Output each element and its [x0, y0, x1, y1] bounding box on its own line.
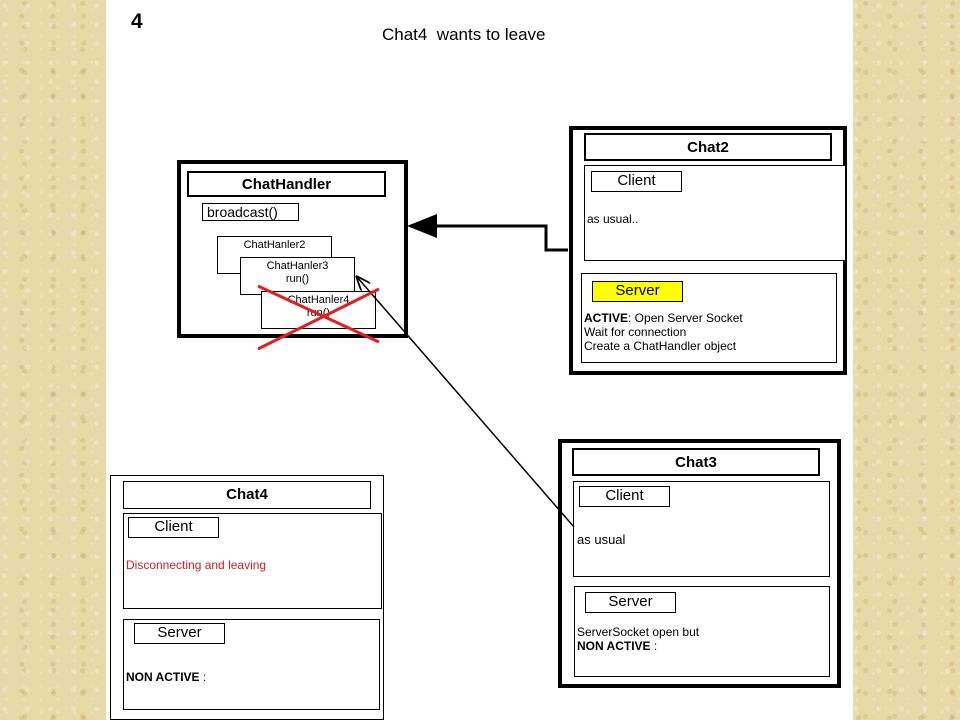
chat2-server-status: ACTIVE — [584, 311, 629, 325]
chathandler2-label: ChatHanler2 — [243, 239, 306, 251]
chat4-client-label: Client — [128, 517, 219, 538]
chat2-server-line2: Wait for connection — [584, 325, 687, 339]
chat3-server-line1: ServerSocket open but — [577, 625, 700, 639]
chathandler4-item: ChatHanler4 run() — [261, 291, 376, 329]
chat2-server-label: Server — [592, 281, 683, 302]
chat4-server-line1: NON ACTIVE : — [126, 670, 206, 684]
chathandler3-run: run() — [285, 273, 310, 285]
chat4-server-status: NON ACTIVE — [126, 670, 200, 684]
remove-cross-line-b — [257, 287, 380, 351]
chat3-server-suffix: : — [650, 639, 658, 653]
chat4-client-text: Disconnecting and leaving — [126, 558, 267, 572]
chat3-server-label: Server — [585, 592, 676, 613]
chat3-to-chathandler3-connector — [357, 277, 575, 528]
chat3-server-line2: NON ACTIVE : — [577, 639, 657, 653]
chat2-client-text: as usual.. — [587, 212, 639, 226]
connector-overlay — [257, 214, 575, 528]
chat3-client-label: Client — [579, 486, 670, 507]
chathandler3-label: ChatHanler3 — [266, 260, 329, 272]
chat4-server-suffix: : — [199, 670, 207, 684]
chat3-server-status: NON ACTIVE — [577, 639, 651, 653]
slide-canvas: 4 Chat4 wants to leave ChatHandler broad… — [106, 0, 853, 720]
chat2-server-line1: ACTIVE: Open Server Socket — [584, 311, 743, 325]
chat2-server-line3: Create a ChatHandler object — [584, 339, 737, 353]
chat2-to-chathandler-connector — [407, 214, 568, 252]
chat2-server-line1-text: : Open Server Socket — [628, 311, 743, 325]
remove-cross-line-a — [257, 284, 380, 344]
chathandler4-label: ChatHanler4 — [287, 294, 350, 306]
chat2-title: Chat2 — [584, 133, 832, 161]
chat4-server-label: Server — [134, 623, 225, 644]
chat2-client-label: Client — [591, 171, 682, 192]
chathandler3-item: ChatHanler3 run() — [240, 257, 355, 295]
chat3-client-text: as usual — [577, 532, 626, 547]
slide-title: Chat4 wants to leave — [382, 25, 546, 44]
broadcast-method: broadcast() — [202, 203, 299, 221]
slide-number: 4 — [131, 10, 143, 33]
chathandler-title: ChatHandler — [187, 171, 386, 197]
chat4-title: Chat4 — [123, 481, 371, 509]
chat3-title: Chat3 — [572, 448, 820, 476]
